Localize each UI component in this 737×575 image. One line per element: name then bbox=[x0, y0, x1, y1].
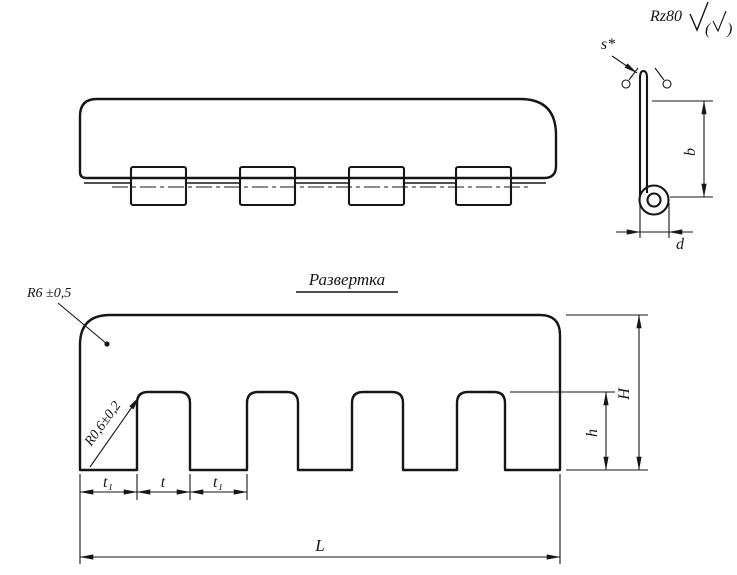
curl-outer-circle bbox=[638, 184, 670, 216]
dimension-flat-height-b: b bbox=[652, 100, 713, 198]
dimension-length-L: L bbox=[79, 474, 561, 564]
knuckle-tab-2 bbox=[238, 165, 297, 207]
dimension-thickness-s: s* bbox=[601, 36, 638, 74]
flat-height-label: b bbox=[682, 148, 699, 156]
section-view: Rz80 ( ) s* b bbox=[601, 1, 732, 253]
strip-profile-outline bbox=[638, 69, 649, 197]
overall-length-label: L bbox=[314, 536, 324, 555]
roughness-paren-close: ) bbox=[726, 21, 732, 38]
overall-height-label: H bbox=[616, 387, 633, 401]
bend-mark-right-icon bbox=[654, 67, 672, 89]
roughness-check-small-icon bbox=[712, 10, 727, 33]
dimension-slot-depth-h: h bbox=[510, 391, 615, 471]
slot-depth-label: h bbox=[584, 429, 601, 437]
curl-diameter-label: d bbox=[676, 236, 685, 253]
corner-radius-label: R6 ±0,5 bbox=[26, 286, 71, 301]
development-outline bbox=[78, 313, 562, 472]
surface-roughness-note: Rz80 ( ) bbox=[649, 1, 732, 38]
roughness-value-label: Rz80 bbox=[649, 8, 682, 25]
slot-radius-leader bbox=[89, 396, 140, 468]
curl-inner-circle bbox=[646, 192, 662, 208]
roughness-paren-open: ( bbox=[705, 21, 712, 38]
knuckle-tab-3 bbox=[347, 165, 406, 207]
slot-pitch-label: t bbox=[161, 474, 166, 491]
thickness-leader-line bbox=[611, 55, 638, 74]
knuckle-tab-1 bbox=[129, 165, 188, 207]
tooth-pitch-right-label: t₁ bbox=[213, 474, 223, 491]
dimension-pitch-group: t₁ t t₁ bbox=[79, 474, 248, 500]
side-view-body-outline bbox=[78, 97, 558, 180]
tooth-pitch-left-label: t₁ bbox=[103, 474, 113, 491]
leader-dot bbox=[104, 341, 110, 347]
dimension-height-H: H bbox=[566, 314, 648, 471]
thickness-label: s* bbox=[601, 36, 615, 53]
corner-radius-leader bbox=[57, 302, 108, 345]
roughness-check-icon bbox=[689, 1, 709, 32]
knuckle-tab-4 bbox=[454, 165, 513, 207]
view-title: Развертка bbox=[308, 270, 385, 289]
side-view bbox=[78, 97, 558, 207]
dimension-curl-diameter-d: d bbox=[616, 203, 693, 253]
callout-corner-radius: R6 ±0,5 bbox=[26, 286, 110, 347]
